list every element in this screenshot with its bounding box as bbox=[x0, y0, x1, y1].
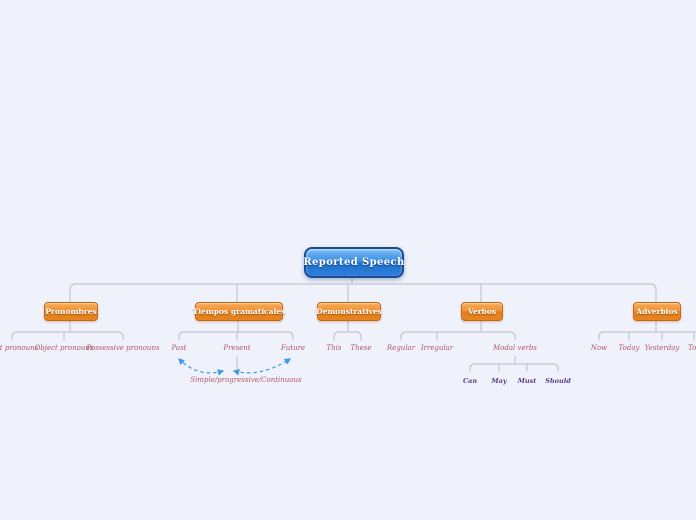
leaf-tomorrow[interactable]: Tomorrow bbox=[687, 344, 696, 352]
leaf-future[interactable]: Future bbox=[280, 344, 306, 352]
leaf-today[interactable]: Today bbox=[618, 344, 640, 352]
leaf-should[interactable]: Should bbox=[545, 377, 571, 385]
branch-topic-demonstratives[interactable]: Demonstratives bbox=[316, 302, 382, 321]
branch-topic-verbos[interactable]: Verbos bbox=[461, 302, 503, 321]
tree-branch-lines bbox=[11, 273, 696, 373]
leaf-yesterday[interactable]: Yesterday bbox=[644, 344, 680, 352]
branch-topic-adverbios[interactable]: Adverbios bbox=[633, 302, 681, 321]
branch-topic-pronombres[interactable]: Pronombres bbox=[44, 302, 98, 321]
leaf-present[interactable]: Present bbox=[223, 344, 251, 352]
branch-topic-tiempos-gramaticales[interactable]: Tiempos gramaticales bbox=[193, 302, 285, 321]
leaf-these[interactable]: These bbox=[350, 344, 372, 352]
leaf-past[interactable]: Past bbox=[171, 344, 187, 352]
note-simple-progressive-continuous[interactable]: Simple/progressive/Continuous bbox=[190, 376, 302, 384]
leaf-can[interactable]: Can bbox=[462, 377, 478, 385]
leaf-may[interactable]: May bbox=[491, 377, 507, 385]
leaf-must[interactable]: Must bbox=[517, 377, 537, 385]
leaf-possessive-pronouns[interactable]: Possessive pronouns bbox=[86, 344, 160, 352]
leaf-this[interactable]: This bbox=[326, 344, 342, 352]
leaf-object-pronouns[interactable]: Object pronouns bbox=[34, 344, 94, 352]
leaf-regular[interactable]: Regular bbox=[386, 344, 416, 352]
leaf-irregular[interactable]: Irregular bbox=[420, 344, 454, 352]
root-topic-reported-speech[interactable]: Reported Speech bbox=[303, 247, 404, 278]
leaf-modal-verbs[interactable]: Modal verbs bbox=[492, 344, 538, 352]
dashed-relation-arrows bbox=[178, 358, 292, 376]
leaf-now[interactable]: Now bbox=[590, 344, 608, 352]
leaf-subject-pronouns[interactable]: Subject pronouns bbox=[0, 344, 39, 352]
